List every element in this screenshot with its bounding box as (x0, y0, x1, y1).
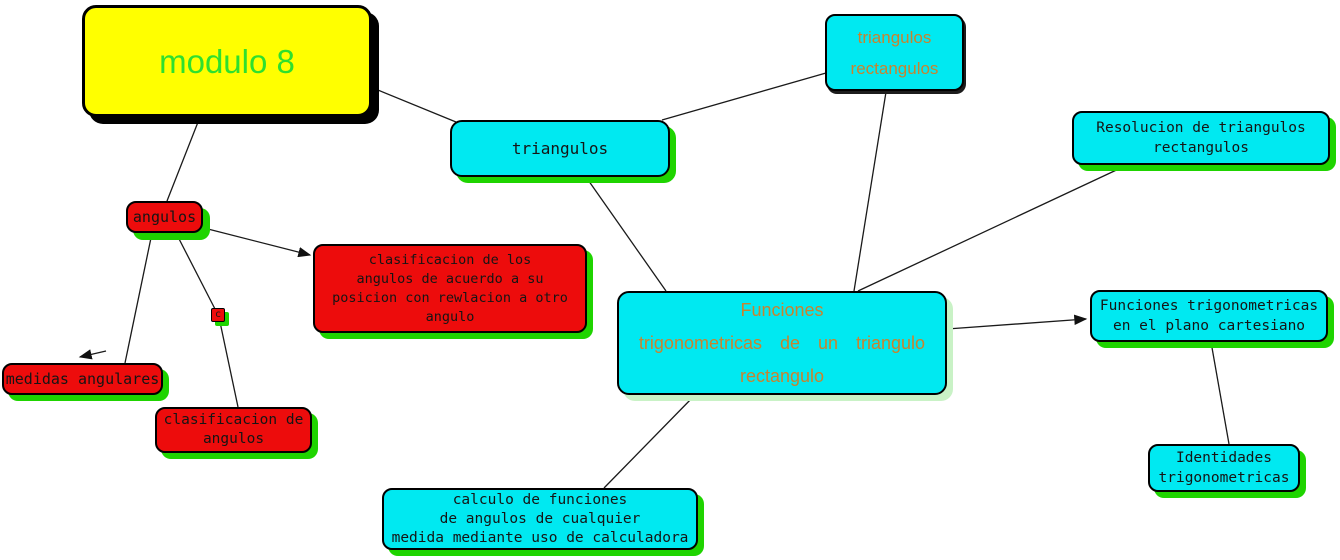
node-funciones-plano-cartesiano[interactable]: Funciones trigonometricas en el plano ca… (1090, 290, 1328, 342)
node-calculo-funciones[interactable]: calculo de funciones de angulos de cualq… (382, 488, 698, 550)
node-clasificacion-posicion[interactable]: clasificacion de los angulos de acuerdo … (313, 244, 587, 333)
node-clasificacion-angulos[interactable]: clasificacion de angulos (155, 407, 312, 453)
node-angulos[interactable]: angulos (126, 201, 203, 233)
node-funciones-trigonometricas-triangulo[interactable]: Funciones trigonometricas de un triangul… (617, 291, 947, 395)
edge-angulos-clasifpos-arrow (203, 227, 312, 258)
edge-modulo8-triangulos (372, 87, 457, 123)
edge-modulo8-angulos (166, 116, 201, 202)
edge-angulos-medidas (124, 232, 153, 364)
node-triangulos-rectangulos[interactable]: triangulos rectangulos (825, 14, 964, 91)
node-c-mini[interactable]: c (211, 308, 225, 322)
edge-triangulos-funciones (585, 176, 667, 292)
edge-funciones-plano-arrow (946, 314, 1088, 330)
node-resolucion-triangulos[interactable]: Resolucion de triangulos rectangulos (1072, 111, 1330, 165)
node-triangulos[interactable]: triangulos (450, 120, 670, 177)
edge-resolucion-funciones (857, 165, 1126, 292)
edge-angulos-cnode (175, 232, 216, 310)
edge-funciones-calculo (603, 394, 696, 489)
edge-trirect-funciones (853, 91, 887, 292)
edge-plano-identidades (1210, 341, 1230, 445)
edge-cnode-clasifang (219, 321, 239, 408)
edge-medidas-arrowhead (78, 349, 107, 360)
edge-triangulos-trirect (661, 72, 827, 121)
node-identidades-trigonometricas[interactable]: Identidades trigonometricas (1148, 444, 1300, 492)
node-medidas-angulares[interactable]: medidas angulares (2, 363, 163, 395)
node-modulo-8[interactable]: modulo 8 (82, 5, 372, 117)
